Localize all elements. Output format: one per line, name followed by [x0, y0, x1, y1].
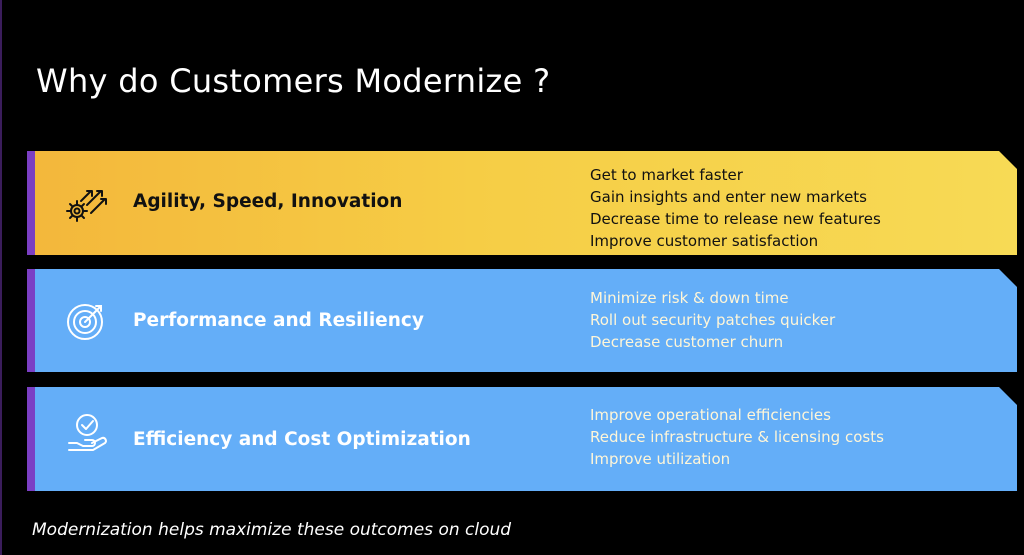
slide-title: Why do Customers Modernize ?	[36, 62, 551, 100]
band-heading: Agility, Speed, Innovation	[133, 191, 403, 212]
band-point: Minimize risk & down time	[590, 289, 789, 307]
band-point: Improve customer satisfaction	[590, 232, 819, 250]
band-efficiency-background	[27, 387, 1017, 491]
band-performance: Performance and Resiliency Minimize risk…	[27, 269, 1017, 372]
band-accent-bar	[27, 151, 35, 255]
band-agility-background	[27, 151, 1017, 255]
band-points-list: Improve operational efficiencies Reduce …	[590, 404, 884, 470]
band-point: Reduce infrastructure & licensing costs	[590, 428, 884, 446]
band-accent-bar	[27, 269, 35, 372]
band-point: Improve utilization	[590, 450, 731, 468]
left-edge-line	[0, 0, 2, 555]
band-accent-bar	[27, 387, 35, 491]
band-point: Gain insights and enter new markets	[590, 188, 867, 206]
band-points-list: Minimize risk & down time Roll out secur…	[590, 287, 835, 353]
gear-growth-arrows-icon	[66, 190, 107, 222]
band-point: Get to market faster	[590, 166, 743, 184]
band-point: Improve operational efficiencies	[590, 406, 831, 424]
band-heading: Performance and Resiliency	[133, 310, 424, 331]
band-performance-background	[27, 269, 1017, 372]
band-points-list: Get to market faster Gain insights and e…	[590, 164, 881, 252]
band-heading: Efficiency and Cost Optimization	[133, 429, 471, 450]
target-arrow-icon	[67, 304, 103, 340]
hand-checkmark-icon	[68, 414, 107, 451]
band-point: Decrease customer churn	[590, 333, 784, 351]
band-agility: Agility, Speed, Innovation Get to market…	[27, 151, 1017, 255]
band-point: Decrease time to release new features	[590, 210, 881, 228]
footer-caption: Modernization helps maximize these outco…	[32, 520, 512, 540]
band-efficiency: Efficiency and Cost Optimization Improve…	[27, 387, 1017, 491]
band-point: Roll out security patches quicker	[590, 311, 836, 329]
